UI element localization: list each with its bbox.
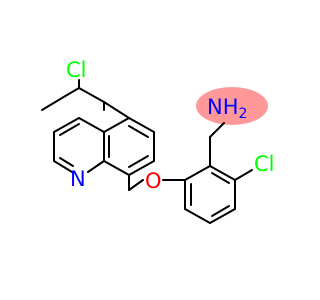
bond: [78, 87, 105, 103]
atom-label-chlorine-benzene: Cl: [254, 152, 275, 176]
atom-label-nitrogen: N: [70, 167, 86, 191]
bond: [103, 101, 130, 119]
amine-subscript: 2: [239, 106, 248, 122]
bond: [211, 172, 230, 184]
bond: [184, 208, 211, 224]
amine-main-label: NH: [207, 95, 239, 119]
bond: [128, 160, 155, 176]
bond: [184, 165, 211, 181]
bond: [78, 117, 105, 133]
bond: [128, 179, 144, 191]
bond: [128, 125, 149, 138]
atom-label-chlorine-quinoline: Cl: [66, 58, 87, 82]
bond: [103, 160, 130, 176]
bond: [209, 165, 236, 181]
bond: [53, 160, 73, 173]
bond: [234, 169, 253, 181]
bond: [209, 208, 236, 224]
atom-labels: Cl N O Cl NH2: [66, 58, 275, 193]
atom-label-amine: NH2: [207, 95, 247, 122]
molecule-structure-diagram: Cl N O Cl NH2: [41, 58, 275, 224]
atom-label-oxygen: O: [145, 169, 162, 193]
bond: [59, 157, 74, 167]
bond: [211, 205, 230, 217]
bond: [53, 117, 80, 133]
bond: [128, 155, 149, 168]
bond: [87, 160, 105, 173]
bond: [128, 117, 155, 133]
bond: [66, 87, 80, 96]
bonds: [41, 79, 253, 224]
amine-highlight: [196, 87, 268, 125]
bond: [41, 94, 68, 111]
bond: [209, 122, 225, 138]
bond: [59, 123, 80, 136]
bond: [103, 117, 130, 133]
